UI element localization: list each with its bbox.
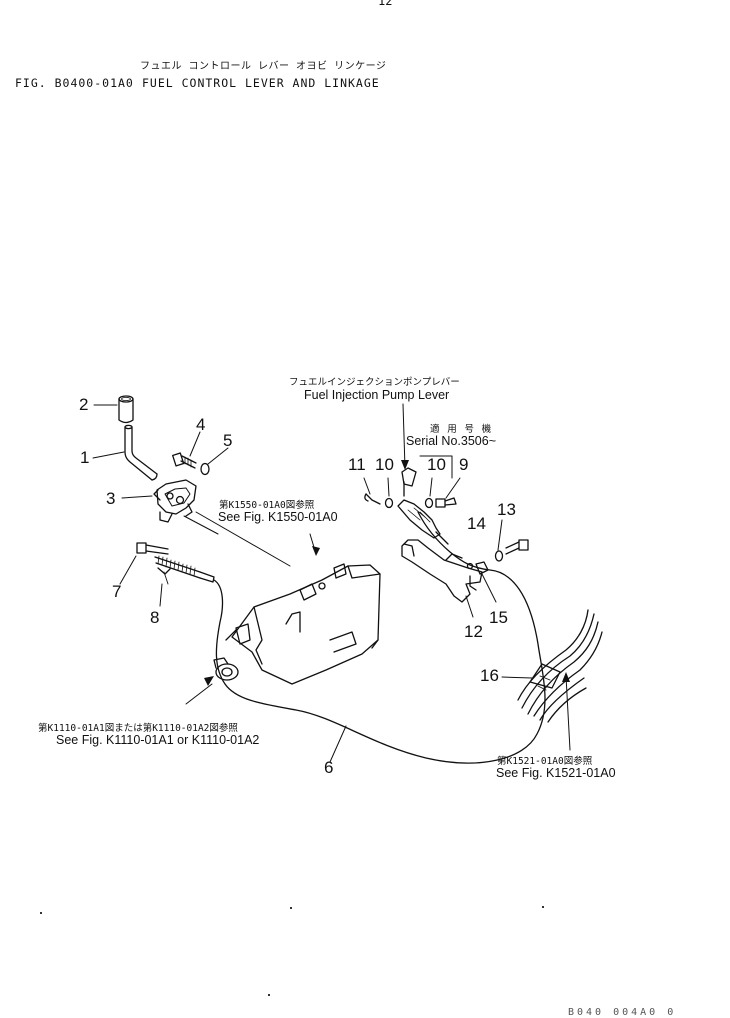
- serial-label-jp: 適 用 号 機: [430, 424, 493, 435]
- part-lever-bracket: [153, 479, 197, 523]
- part-number-11: 11: [348, 455, 366, 474]
- ref-k1550-jp: 第K1550-01A0図参照: [219, 500, 315, 511]
- part-number-3: 3: [106, 489, 116, 508]
- ref-k1110-jp: 第K1110-01A1図または第K1110-01A2図参照: [38, 723, 238, 734]
- part-pin-9: [435, 497, 457, 508]
- part-number-1: 1: [80, 448, 90, 467]
- ref-k1110: See Fig. K1110-01A1 or K1110-01A2: [56, 733, 260, 747]
- ref-k1521: See Fig. K1521-01A0: [496, 766, 616, 780]
- part-bracket-plate: [225, 563, 381, 685]
- part-cable-clip-15: [475, 561, 489, 575]
- scan-dot: [268, 994, 270, 996]
- part-harness-16: [517, 609, 603, 723]
- part-number-2: 2: [79, 395, 89, 414]
- ref-k1521-jp: 第K1521-01A0図参照: [497, 756, 593, 767]
- pump-lever-label-jp: フュエルインジェクションポンプレバー: [289, 377, 460, 388]
- leader-lines: [92, 403, 571, 763]
- part-number-9: 9: [459, 455, 469, 474]
- part-number-10b: 10: [427, 455, 446, 474]
- part-lever-rod: [124, 424, 158, 481]
- pump-lever-label: Fuel Injection Pump Lever: [304, 388, 450, 402]
- part-number-12: 12: [464, 622, 483, 641]
- part-number-16: 16: [480, 666, 499, 685]
- scan-dot: [40, 912, 42, 914]
- serial-label: Serial No.3506~: [406, 434, 496, 448]
- part-number-6: 6: [324, 758, 334, 777]
- part-bolt-4: [172, 452, 197, 469]
- figure-title: FUEL CONTROL LEVER AND LINKAGE: [142, 76, 380, 90]
- title-japanese: フュエル コントロール レバー オヨビ リンケージ: [140, 61, 387, 72]
- part-number-15: 15: [489, 608, 508, 627]
- part-washer-14: [494, 550, 504, 562]
- part-clip-11: [364, 493, 381, 505]
- part-number-8: 8: [150, 608, 160, 627]
- part-cable-clamp: [213, 657, 239, 681]
- part-washer-5: [200, 462, 210, 476]
- part-pump-lever: [397, 467, 449, 545]
- part-bolt-7: [136, 542, 169, 555]
- part-washer-10b: [424, 497, 434, 509]
- page-top-mark: 12: [378, 0, 393, 8]
- part-control-cable-6: [213, 511, 546, 764]
- part-washer-10a: [384, 497, 394, 509]
- part-number-7: 7: [112, 582, 122, 601]
- footer-code: B040 004A0 0: [568, 1007, 677, 1018]
- part-number-10a: 10: [375, 455, 394, 474]
- part-bracket-12: [401, 539, 483, 603]
- part-number-13: 13: [497, 500, 516, 519]
- figure-id: FIG. B0400-01A0: [15, 76, 134, 90]
- part-number-4: 4: [196, 415, 206, 434]
- ref-k1550: See Fig. K1550-01A0: [218, 510, 338, 524]
- arrowheads: [204, 460, 570, 686]
- part-number-14: 14: [467, 514, 486, 533]
- part-cable-end-8: [154, 555, 215, 585]
- scan-dot: [290, 907, 292, 909]
- part-knob: [118, 395, 134, 424]
- scan-dot: [542, 906, 544, 908]
- serial-bracket: [419, 455, 453, 479]
- part-number-5: 5: [223, 431, 233, 450]
- part-bolt-13: [505, 539, 529, 555]
